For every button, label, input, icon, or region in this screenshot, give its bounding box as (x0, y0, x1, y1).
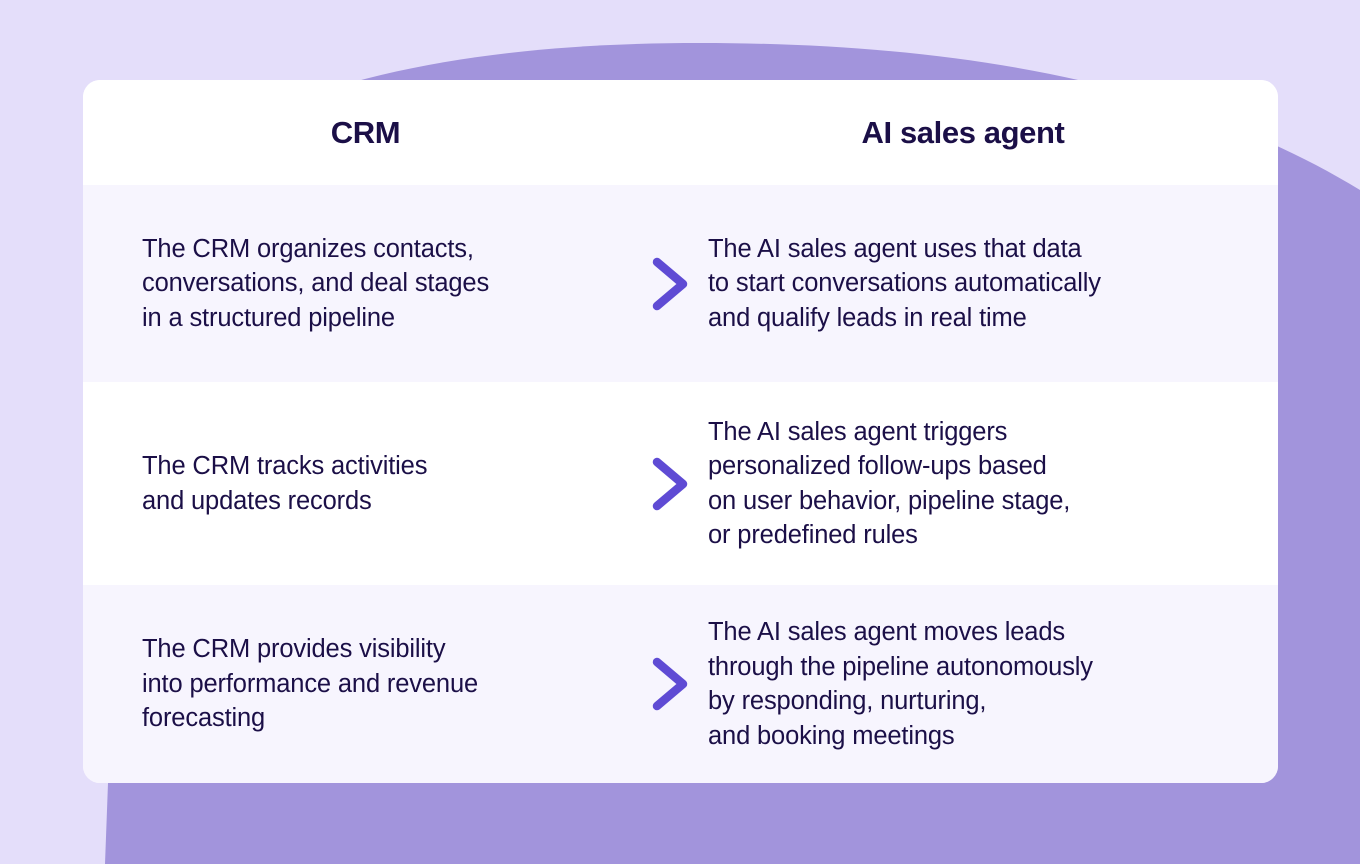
row-crm-text: The CRM tracks activities and updates re… (142, 452, 428, 515)
row-agent-text: The AI sales agent moves leads through t… (708, 618, 1093, 750)
row-crm-text: The CRM organizes contacts, conversation… (142, 234, 490, 332)
row-agent-text: The AI sales agent triggers personalized… (708, 417, 1071, 550)
row-agent-cell: The AI sales agent triggers personalized… (708, 415, 1278, 553)
row-crm-cell: The CRM provides visibility into perform… (83, 632, 648, 736)
table-row: The CRM tracks activities and updates re… (83, 382, 1278, 585)
row-crm-cell: The CRM tracks activities and updates re… (83, 449, 648, 518)
row-agent-cell: The AI sales agent moves leads through t… (708, 615, 1278, 753)
table-row: The CRM organizes contacts, conversation… (83, 185, 1278, 382)
table-header-row: CRM AI sales agent (83, 80, 1278, 185)
chevron-right-icon (648, 454, 708, 514)
chevron-right-icon (648, 654, 708, 714)
column-header-crm: CRM (330, 114, 401, 150)
chevron-right-icon (648, 254, 708, 314)
column-header-ai-sales-agent: AI sales agent (861, 114, 1065, 150)
row-agent-cell: The AI sales agent uses that data to sta… (708, 232, 1278, 336)
row-agent-text: The AI sales agent uses that data to sta… (708, 234, 1101, 332)
comparison-card: CRM AI sales agent The CRM organizes con… (83, 80, 1278, 783)
row-crm-cell: The CRM organizes contacts, conversation… (83, 232, 648, 336)
table-row: The CRM provides visibility into perform… (83, 585, 1278, 783)
row-crm-text: The CRM provides visibility into perform… (142, 635, 479, 733)
